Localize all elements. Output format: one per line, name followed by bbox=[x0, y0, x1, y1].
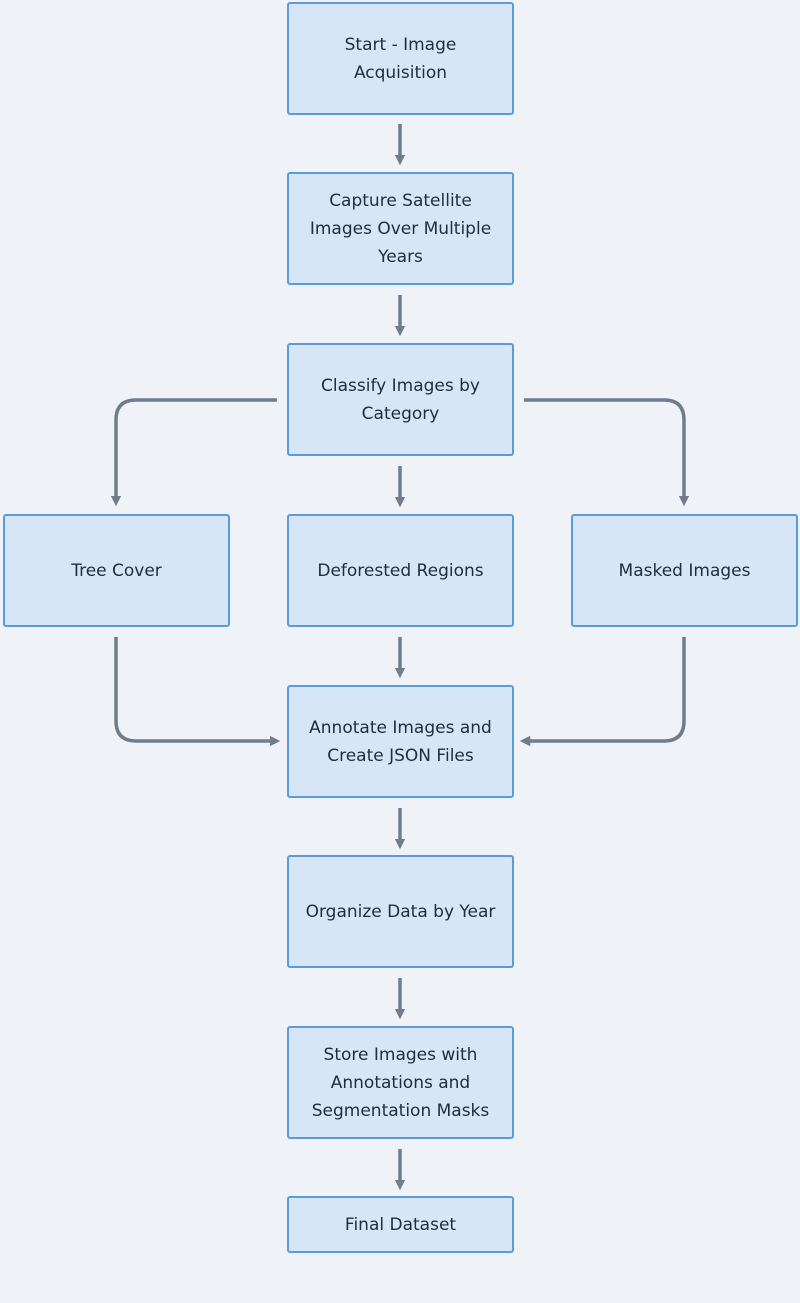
node-deforested-regions: Deforested Regions bbox=[287, 514, 514, 627]
node-organize-data: Organize Data by Year bbox=[287, 855, 514, 968]
node-final-dataset: Final Dataset bbox=[287, 1196, 514, 1253]
edge-tree-to-annotate bbox=[114, 637, 281, 747]
node-label: Classify Images by Category bbox=[321, 375, 480, 424]
edge-masked-to-annotate bbox=[519, 637, 686, 747]
node-capture-satellite-images: Capture Satellite Images Over Multiple Y… bbox=[287, 172, 514, 285]
node-masked-images: Masked Images bbox=[571, 514, 798, 627]
node-tree-cover: Tree Cover bbox=[3, 514, 230, 627]
node-label: Final Dataset bbox=[344, 1214, 457, 1235]
node-label: Start - Image Acquisition bbox=[344, 34, 457, 83]
node-label: Organize Data by Year bbox=[305, 901, 496, 922]
node-store-images: Store Images with Annotations and Segmen… bbox=[287, 1026, 514, 1139]
edge-classify-to-masked bbox=[524, 398, 690, 507]
node-start-image-acquisition: Start - Image Acquisition bbox=[287, 2, 514, 115]
node-label: Capture Satellite Images Over Multiple Y… bbox=[309, 190, 492, 267]
node-classify-images: Classify Images by Category bbox=[287, 343, 514, 456]
node-label: Masked Images bbox=[618, 560, 751, 581]
node-label: Annotate Images and Create JSON Files bbox=[309, 717, 492, 766]
node-label: Store Images with Annotations and Segmen… bbox=[311, 1044, 490, 1121]
node-label: Tree Cover bbox=[71, 560, 162, 581]
node-annotate-images: Annotate Images and Create JSON Files bbox=[287, 685, 514, 798]
node-label: Deforested Regions bbox=[317, 560, 484, 581]
edge-classify-to-tree bbox=[110, 398, 277, 507]
